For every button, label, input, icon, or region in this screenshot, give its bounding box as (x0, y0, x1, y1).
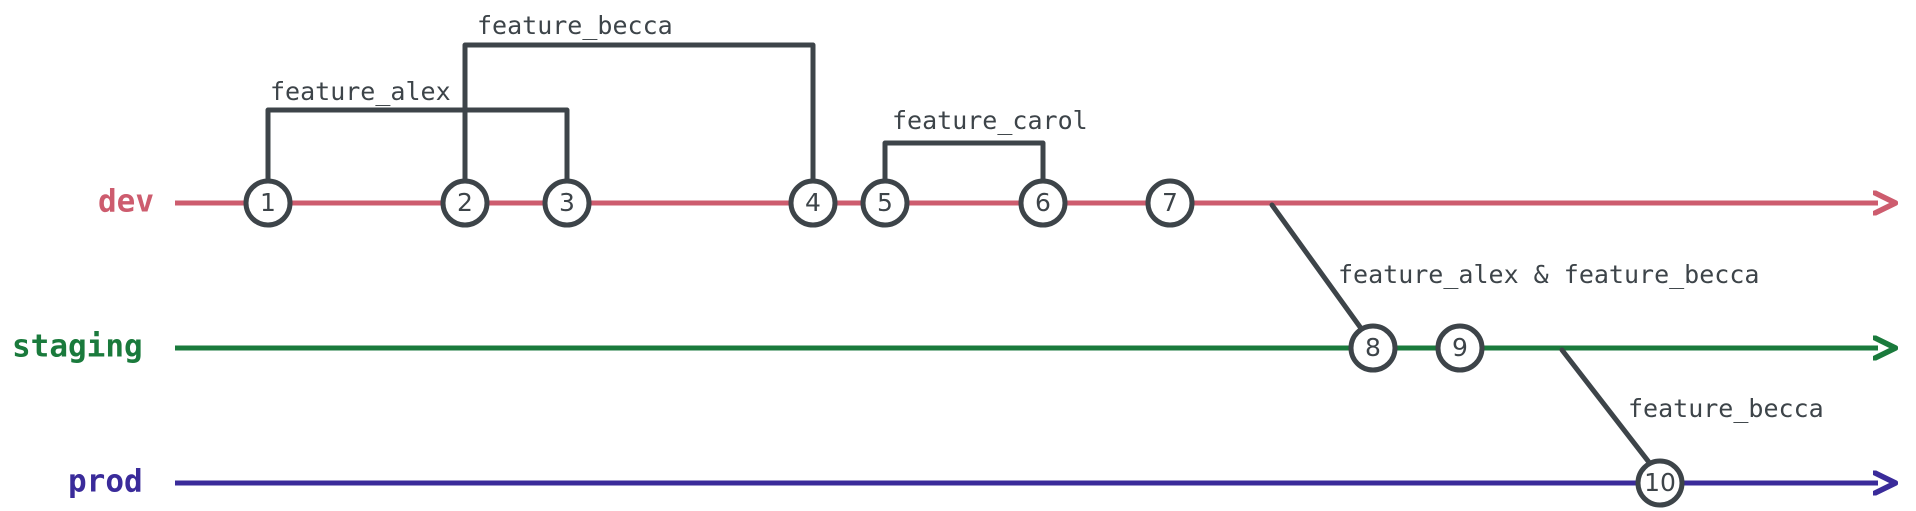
commit-node-circle-1 (243, 178, 293, 228)
feature-bracket-label-carol: feature_carol (892, 106, 1088, 135)
feature-bracket-label-alex: feature_alex (270, 77, 451, 106)
commit-node-circle-8 (1348, 323, 1398, 373)
commit-node-circle-7 (1145, 178, 1195, 228)
commit-node-circle-5 (860, 178, 910, 228)
branch-labels-group: dev staging prod (12, 184, 154, 500)
commit-node-circle-2 (440, 178, 490, 228)
merge-label-dev-to-staging: feature_alex & feature_becca (1338, 260, 1759, 289)
commit-node-label-5: 5 (877, 188, 893, 217)
commit-nodes-group: 1 2 3 4 5 6 7 8 9 10 (243, 178, 1685, 508)
commit-node-9[interactable]: 9 (1435, 323, 1485, 373)
commit-node-label-8: 8 (1365, 333, 1381, 362)
bracket-path-feature-carol (882, 140, 1046, 184)
feature-bracket-becca[interactable]: feature_becca (462, 11, 816, 184)
feature-bracket-carol[interactable]: feature_carol (882, 106, 1088, 184)
commit-node-3[interactable]: 3 (542, 178, 592, 228)
bracket-path-feature-alex (265, 107, 570, 184)
branch-lines-group (175, 203, 1878, 483)
commit-node-circle-4 (788, 178, 838, 228)
merge-line-staging-to-prod (1559, 347, 1658, 473)
commit-node-label-2: 2 (457, 188, 473, 217)
commit-node-label-1: 1 (260, 188, 276, 217)
branch-label-prod: prod (68, 464, 143, 500)
commit-node-circle-9 (1435, 323, 1485, 373)
merge-line-dev-to-staging (1269, 202, 1371, 341)
merge-label-staging-to-prod: feature_becca (1628, 394, 1824, 423)
commit-node-label-6: 6 (1035, 188, 1051, 217)
commit-node-4[interactable]: 4 (788, 178, 838, 228)
feature-bracket-label-becca: feature_becca (477, 11, 673, 40)
commit-node-label-4: 4 (805, 188, 821, 217)
merge-lines-group: feature_alex & feature_becca feature_bec… (1269, 202, 1824, 473)
commit-node-circle-10 (1635, 458, 1685, 508)
merge-dev-to-staging[interactable]: feature_alex & feature_becca (1269, 202, 1759, 341)
commit-node-circle-6 (1018, 178, 1068, 228)
commit-node-label-7: 7 (1162, 188, 1178, 217)
branch-label-staging: staging (12, 329, 143, 365)
commit-node-1[interactable]: 1 (243, 178, 293, 228)
commit-node-label-3: 3 (559, 188, 575, 217)
commit-node-10[interactable]: 10 (1635, 458, 1685, 508)
commit-node-8[interactable]: 8 (1348, 323, 1398, 373)
feature-brackets-group: feature_alex feature_becca feature_carol (265, 11, 1088, 184)
commit-node-7[interactable]: 7 (1145, 178, 1195, 228)
feature-bracket-alex[interactable]: feature_alex (265, 77, 570, 184)
commit-node-circle-3 (542, 178, 592, 228)
commit-node-2[interactable]: 2 (440, 178, 490, 228)
branch-label-dev: dev (98, 184, 154, 220)
merge-staging-to-prod[interactable]: feature_becca (1559, 347, 1824, 473)
commit-node-5[interactable]: 5 (860, 178, 910, 228)
commit-node-label-10: 10 (1644, 468, 1676, 497)
commit-node-6[interactable]: 6 (1018, 178, 1068, 228)
commit-node-label-9: 9 (1452, 333, 1468, 362)
bracket-path-feature-becca (462, 42, 816, 184)
